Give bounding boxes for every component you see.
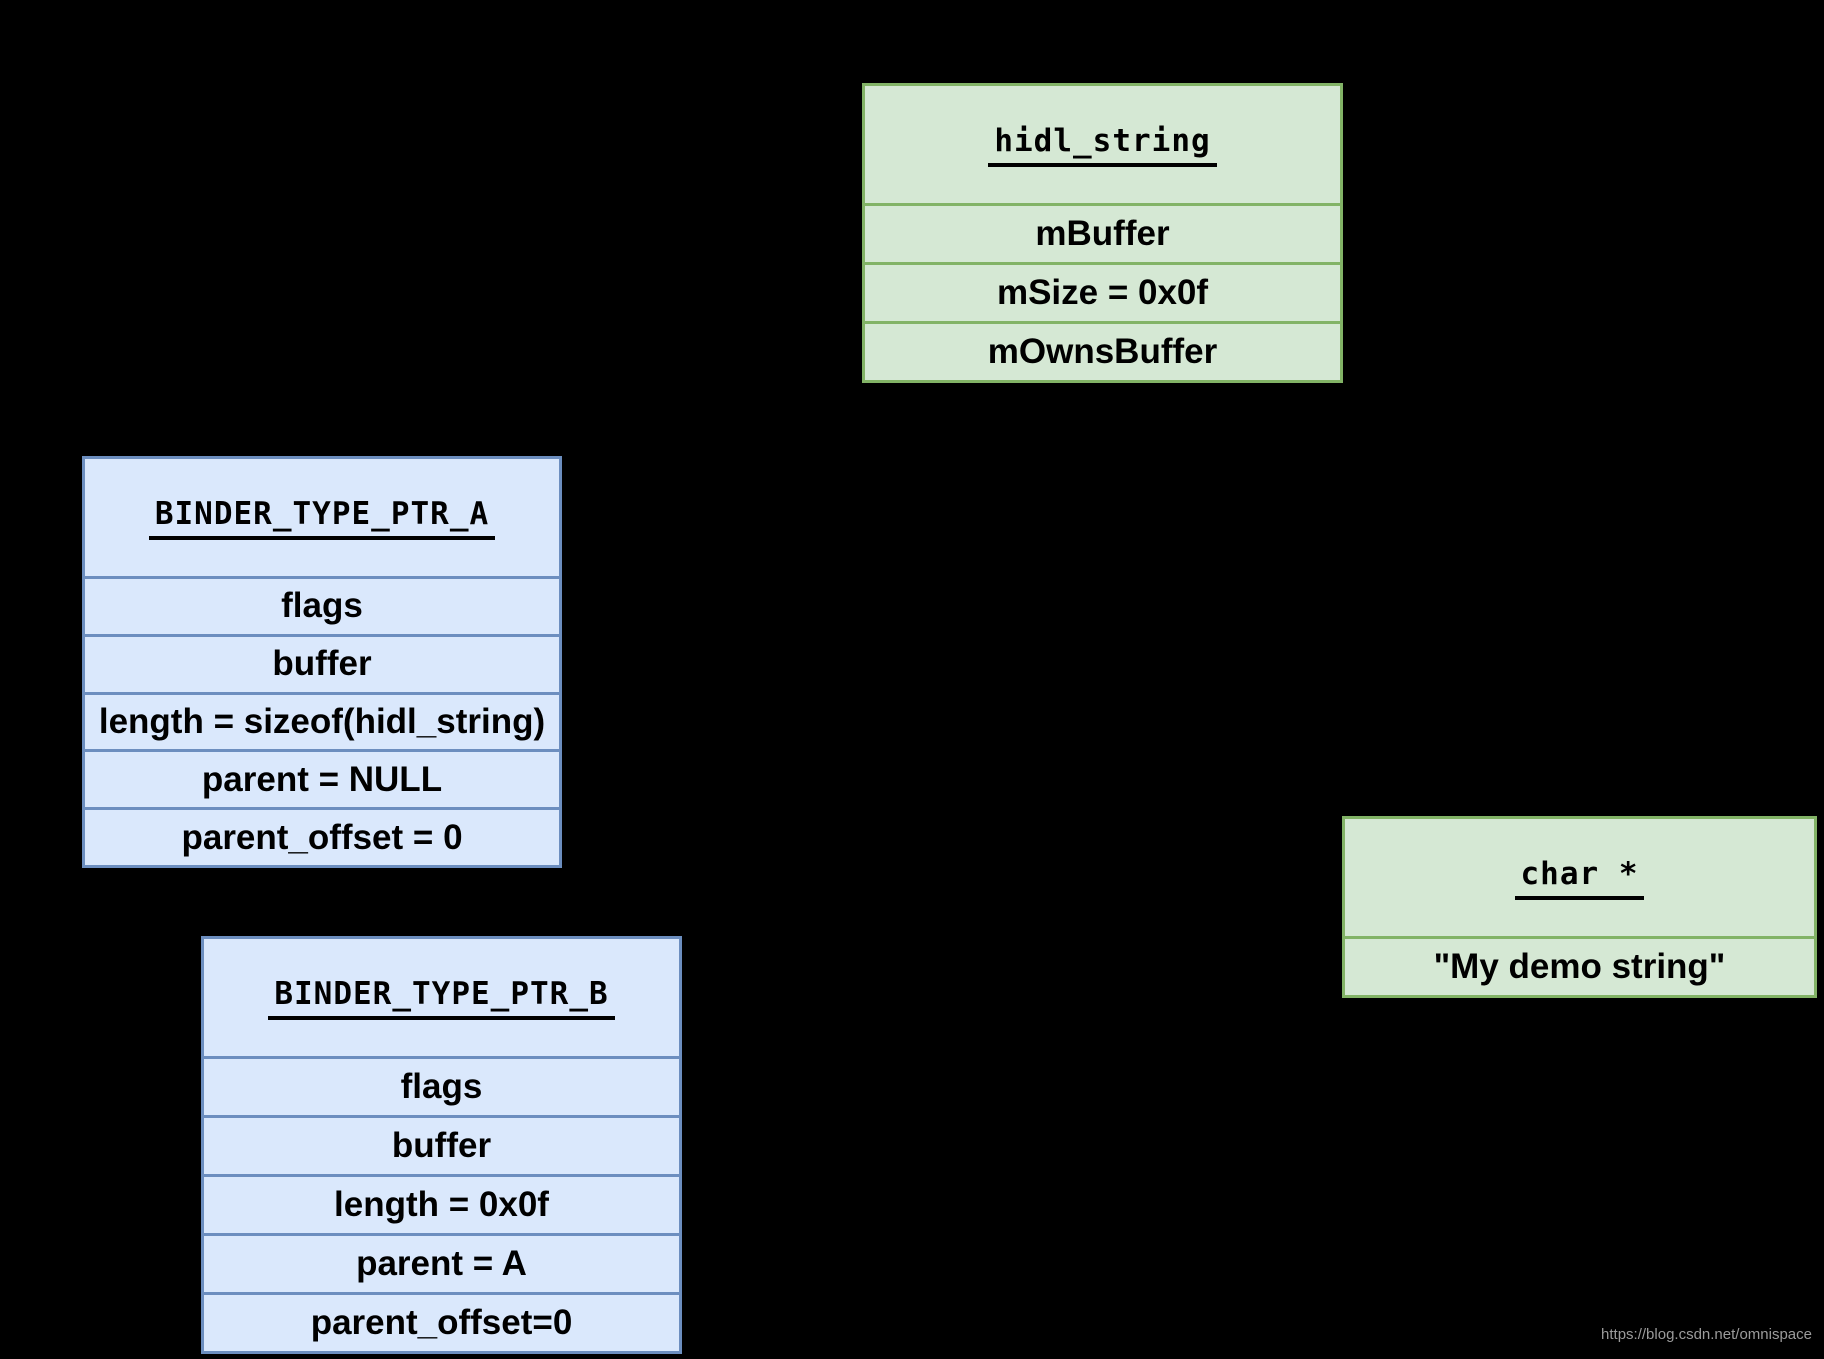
binder-type-ptr-b-struct-box: BINDER_TYPE_PTR_B flags buffer length = … — [201, 936, 682, 1354]
char-ptr-title-text: char * — [1514, 856, 1645, 900]
hidl-string-struct-box: hidl_string mBuffer mSize = 0x0f mOwnsBu… — [862, 83, 1343, 383]
binder-type-ptr-a-struct-box: BINDER_TYPE_PTR_A flags buffer length = … — [82, 456, 562, 868]
hidl-string-field-msize: mSize = 0x0f — [865, 262, 1340, 321]
hidl-string-field-mbuffer: mBuffer — [865, 203, 1340, 262]
binder-a-title-text: BINDER_TYPE_PTR_A — [148, 496, 496, 540]
binder-a-field-parent: parent = NULL — [85, 749, 559, 807]
binder-a-field-flags: flags — [85, 576, 559, 634]
csdn-watermark: https://blog.csdn.net/omnispace — [1601, 1326, 1812, 1343]
binder-b-field-flags: flags — [204, 1056, 679, 1115]
hidl-string-field-mownsbuffer: mOwnsBuffer — [865, 321, 1340, 380]
hidl-string-title: hidl_string — [865, 86, 1340, 203]
binder-a-field-buffer: buffer — [85, 633, 559, 692]
binder-b-field-parent: parent = A — [204, 1233, 679, 1292]
binder-b-field-length: length = 0x0f — [204, 1174, 679, 1233]
binder-a-title: BINDER_TYPE_PTR_A — [85, 459, 559, 576]
binder-a-field-length: length = sizeof(hidl_string) — [85, 691, 559, 750]
binder-b-field-parent-offset: parent_offset=0 — [204, 1292, 679, 1351]
hidl-string-title-text: hidl_string — [988, 123, 1217, 167]
binder-a-field-parent-offset: parent_offset = 0 — [85, 807, 559, 865]
binder-b-title: BINDER_TYPE_PTR_B — [204, 939, 679, 1056]
char-ptr-value: "My demo string" — [1345, 936, 1814, 995]
char-ptr-title: char * — [1345, 819, 1814, 936]
char-ptr-struct-box: char * "My demo string" — [1342, 816, 1817, 998]
binder-b-field-buffer: buffer — [204, 1115, 679, 1174]
binder-b-title-text: BINDER_TYPE_PTR_B — [268, 976, 615, 1020]
